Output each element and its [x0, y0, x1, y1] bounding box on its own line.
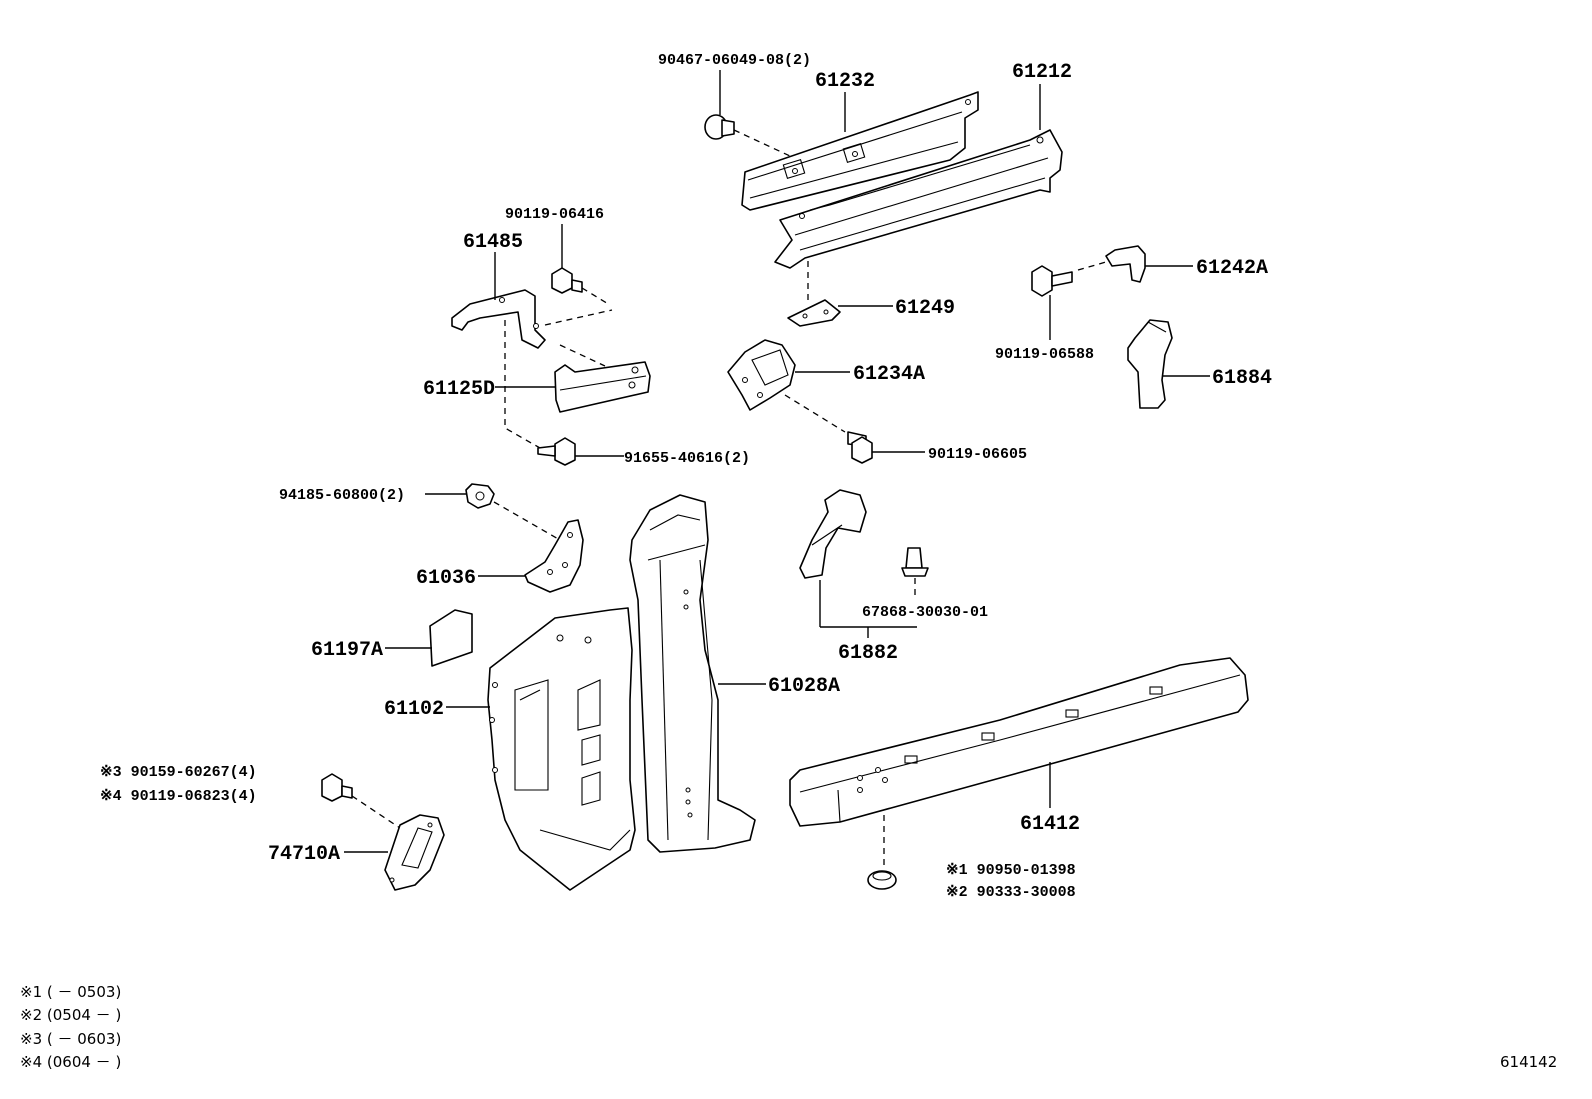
footnote-4: ※4 (0604 － )	[20, 1053, 121, 1071]
bolt-90159	[321, 773, 401, 829]
footnotes: ※1 ( － 0503) ※2 (0504 － ) ※3 ( － 0603) ※…	[20, 983, 121, 1071]
label-61212: 61212	[1012, 61, 1072, 84]
bolt-90119-06605	[847, 431, 873, 464]
label-61234A: 61234A	[853, 363, 925, 386]
part-61197A	[429, 609, 473, 667]
part-61102	[487, 607, 636, 891]
footnote-3: ※3 ( － 0603)	[20, 1030, 121, 1048]
footnote-1: ※1 ( － 0503)	[20, 983, 121, 1001]
label-90159: ※3 90159-60267(4)	[100, 764, 257, 781]
part-61242A	[1077, 245, 1146, 283]
diagram-id: 614142	[1500, 1053, 1557, 1071]
label-61036: 61036	[416, 567, 476, 590]
label-90119-06605: 90119-06605	[928, 446, 1027, 463]
label-61882: 61882	[838, 642, 898, 665]
label-61028A: 61028A	[768, 675, 840, 698]
part-61036	[524, 519, 584, 593]
label-61485: 61485	[463, 231, 523, 254]
part-61485	[451, 289, 546, 349]
part-labels: 90467-06049-08(2) 61232 61212 90119-0641…	[100, 52, 1272, 901]
label-61242A: 61242A	[1196, 257, 1268, 280]
label-90333: ※2 90333-30008	[946, 884, 1076, 901]
label-94185: 94185-60800(2)	[279, 487, 405, 504]
part-61232	[741, 91, 979, 211]
label-90119-06416: 90119-06416	[505, 206, 604, 223]
label-61102: 61102	[384, 698, 444, 721]
part-74710A	[384, 814, 445, 891]
plug-90950	[867, 870, 897, 890]
label-90119-06823: ※4 90119-06823(4)	[100, 788, 257, 805]
label-74710A: 74710A	[268, 843, 340, 866]
label-90950: ※1 90950-01398	[946, 862, 1076, 879]
label-61884: 61884	[1212, 367, 1272, 390]
label-90119-06588: 90119-06588	[995, 346, 1094, 363]
label-61412: 61412	[1020, 813, 1080, 836]
label-91655: 91655-40616(2)	[624, 450, 750, 467]
clip-67868	[901, 547, 929, 598]
leader-lines	[344, 70, 1210, 853]
bolt-91655	[504, 320, 576, 466]
label-67868: 67868-30030-01	[862, 604, 988, 621]
clip-94185	[465, 483, 561, 541]
bolt-90119-06588	[1031, 265, 1073, 297]
part-61212	[774, 129, 1063, 269]
part-61028A	[629, 494, 756, 853]
part-61249	[787, 258, 841, 327]
label-61197A: 61197A	[311, 639, 383, 662]
footnote-2: ※2 (0504 － )	[20, 1006, 121, 1024]
bolt-90119-06416	[544, 267, 613, 326]
part-61412	[789, 657, 1249, 865]
label-61232: 61232	[815, 70, 875, 93]
label-90467: 90467-06049-08(2)	[658, 52, 811, 69]
part-61882	[799, 489, 867, 579]
part-61234A	[727, 339, 846, 433]
label-61125D: 61125D	[423, 378, 495, 401]
clip-90467	[704, 114, 791, 157]
part-61125D	[554, 344, 651, 413]
label-61249: 61249	[895, 297, 955, 320]
part-61884	[1127, 319, 1173, 409]
